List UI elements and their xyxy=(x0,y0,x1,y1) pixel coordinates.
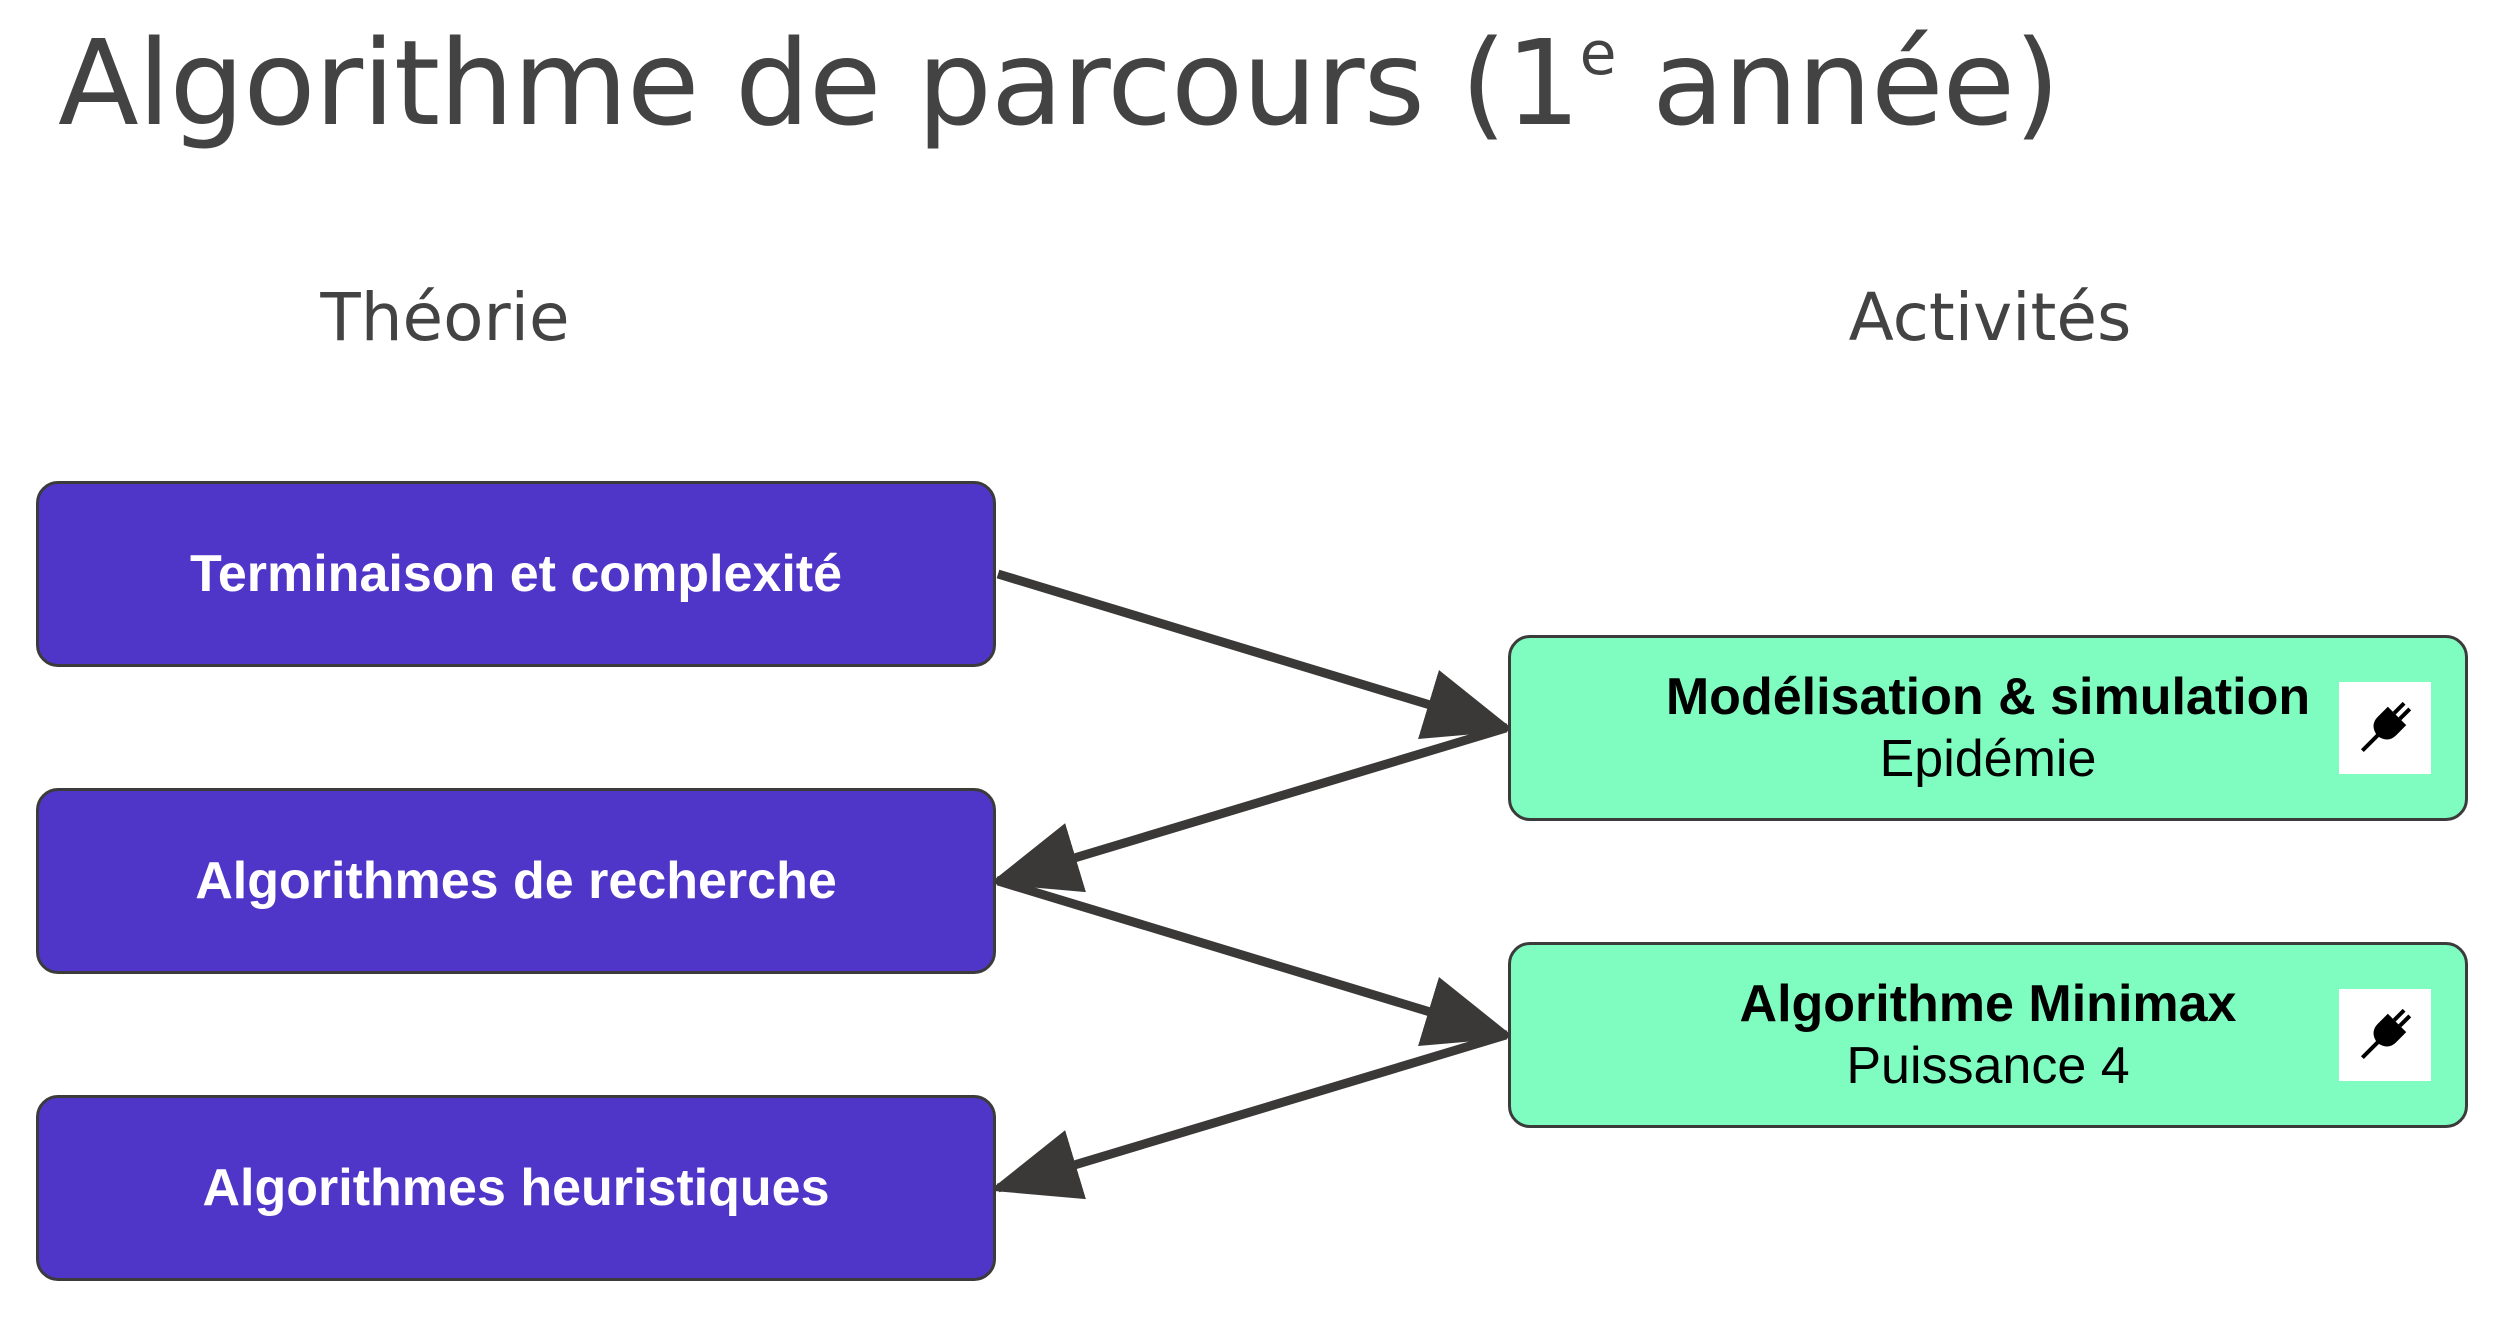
theory-box-label: Algorithmes heuristiques xyxy=(202,1159,830,1217)
theory-box-search: Algorithmes de recherche xyxy=(36,788,996,974)
arrow-minimax-to-heuristiques xyxy=(989,1030,1508,1200)
theory-column-heading: Théorie xyxy=(320,279,570,356)
activity-box-modelisation: Modélisation & simulation Epidémie xyxy=(1508,635,2468,821)
activity-box-subtitle: Epidémie xyxy=(1879,730,2097,788)
plug-icon[interactable] xyxy=(2339,682,2431,774)
activity-box-title: Algorithme Minimax xyxy=(1739,975,2237,1033)
plug-icon[interactable] xyxy=(2339,989,2431,1081)
activity-box-title: Modélisation & simulation xyxy=(1665,668,2311,726)
arrow-termination-to-modelisation xyxy=(996,569,1515,739)
activity-box-minimax: Algorithme Minimax Puissance 4 xyxy=(1508,942,2468,1128)
theory-box-heuristics: Algorithmes heuristiques xyxy=(36,1095,996,1281)
activity-box-subtitle: Puissance 4 xyxy=(1846,1037,2130,1095)
theory-box-label: Algorithmes de recherche xyxy=(195,852,837,910)
arrow-modelisation-to-recherche xyxy=(989,723,1508,893)
title-superscript: e xyxy=(1579,19,1617,89)
theory-box-termination: Terminaison et complexité xyxy=(36,481,996,667)
arrow-recherche-to-minimax xyxy=(996,876,1515,1046)
activities-column-heading: Activités xyxy=(1848,279,2132,356)
title-main: Algorithme de parcours (1 xyxy=(58,14,1581,152)
title-end: année) xyxy=(1615,14,2060,152)
page-title: Algorithme de parcours (1e année) xyxy=(58,8,2060,158)
theory-box-label: Terminaison et complexité xyxy=(189,545,843,603)
